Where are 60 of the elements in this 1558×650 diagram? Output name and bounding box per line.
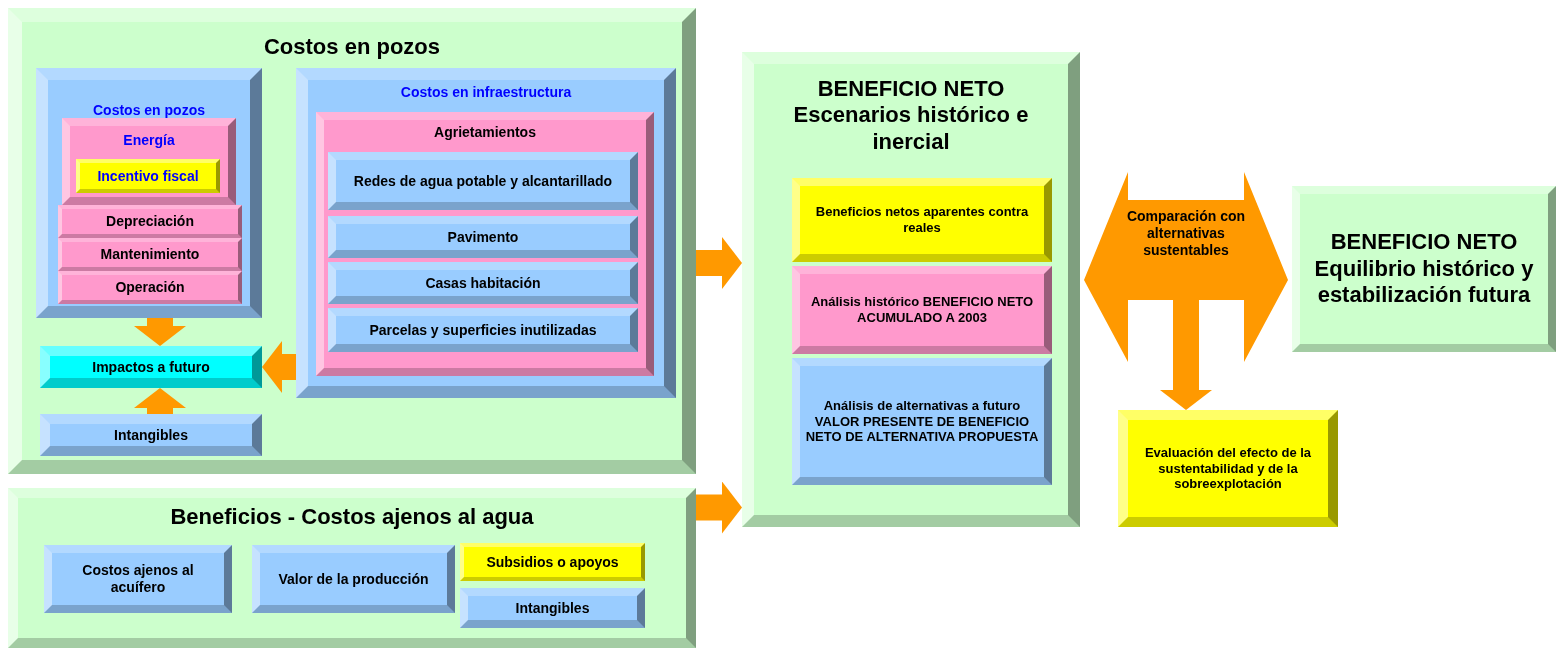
section-panel: [8, 8, 696, 474]
item-box: [1118, 410, 1338, 527]
box-text: Valor de la producción: [278, 570, 429, 588]
box-title: Agrietamientos: [434, 124, 536, 141]
item-box: [792, 266, 1052, 354]
box-title: Beneficios - Costos ajenos al agua: [170, 504, 534, 531]
box-text: Costos ajenos al acuífero: [81, 562, 195, 596]
item-box: [328, 308, 638, 352]
box-text: Evaluación del efecto de la sustentabilidad y de la sobreexplotación: [1143, 445, 1313, 492]
box-title: Costos en infraestructura: [400, 84, 572, 101]
block-arrow: [696, 481, 742, 534]
item-box: [792, 358, 1052, 485]
box-text: Casas habitación: [425, 274, 541, 292]
box-title: Energía: [123, 132, 175, 149]
item-box: [792, 178, 1052, 262]
box-text: Mantenimiento: [100, 246, 200, 263]
box-title: Costos en pozos: [264, 34, 440, 61]
section-panel: [8, 488, 696, 648]
item-box: [76, 159, 220, 193]
block-arrow: [134, 318, 186, 346]
box-text: Depreciación: [106, 213, 194, 230]
box-text: Pavimento: [447, 228, 519, 246]
group-panel: [36, 68, 262, 318]
item-box: [40, 414, 262, 456]
box-text: Análisis de alternativas a futuro VALOR PRESENTE DE BENEFICIO NETO DE ALTERNATIVA PROPUESTA: [804, 398, 1040, 445]
box-title: Costos en pozos: [93, 102, 205, 119]
result-panel: [1292, 186, 1556, 352]
item-box: [328, 152, 638, 210]
box-text: Beneficios netos aparentes contra reales: [814, 204, 1030, 236]
box-text: BENEFICIO NETO Equilibrio histórico y estabilización futura: [1313, 229, 1535, 309]
box-text: Intangibles: [114, 426, 188, 444]
item-box: [460, 543, 645, 581]
result-panel: [742, 52, 1080, 527]
block-arrow: [1160, 362, 1212, 410]
box-text: Redes de agua potable y alcantarillado: [353, 172, 613, 190]
box-text: Operación: [115, 279, 185, 296]
double-arrow-shape: [1084, 172, 1288, 362]
box-text: Subsidios o apoyos: [486, 553, 619, 571]
item-box: [58, 205, 242, 238]
group-panel: [296, 68, 676, 398]
item-box: [328, 216, 638, 258]
item-box: [328, 262, 638, 304]
box-text: Comparación con alternativas sustentables: [1125, 208, 1247, 259]
box-title: BENEFICIO NETO Escenarios histórico e inercial: [792, 76, 1030, 156]
box-text: Intangibles: [515, 599, 590, 617]
block-arrow: [262, 341, 296, 393]
item-box: [58, 271, 242, 304]
item-box: [58, 238, 242, 271]
box-text: Incentivo fiscal: [97, 167, 199, 185]
item-box: [460, 588, 645, 628]
item-box: [40, 346, 262, 388]
category-panel: [316, 112, 654, 376]
category-panel: [62, 118, 236, 205]
item-box: [252, 545, 455, 613]
box-text: Análisis histórico BENEFICIO NETO ACUMULADO A 2003: [809, 294, 1035, 326]
box-text: Impactos a futuro: [92, 358, 210, 376]
block-arrow: [134, 388, 186, 414]
item-box: [44, 545, 232, 613]
box-text: Parcelas y superficies inutilizadas: [369, 321, 597, 339]
block-arrow: [696, 237, 742, 289]
